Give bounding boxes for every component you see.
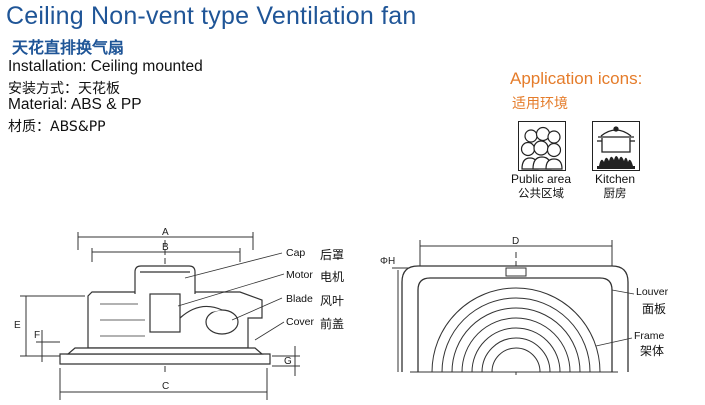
dim-label-d: D — [512, 236, 520, 247]
spec-material-en: Material: ABS & PP — [8, 96, 142, 113]
page-title: Ceiling Non-vent type Ventilation fan — [6, 2, 417, 30]
dim-label-a: A — [162, 227, 169, 238]
part-label-louver-cn: 面板 — [642, 302, 667, 316]
part-label-cover-cn: 前盖 — [320, 317, 345, 331]
spec-material-cn: 材质：ABS&PP — [8, 119, 106, 135]
part-label-motor: Motor — [286, 269, 313, 281]
spec-installation-en: Installation: Ceiling mounted — [8, 58, 203, 75]
part-label-frame-cn: 架体 — [640, 344, 665, 358]
icon-label-kitchen: Kitchen — [594, 172, 636, 186]
page-subtitle-cn: 天花直排换气扇 — [12, 38, 125, 57]
spec-installation-cn: 安装方式：天花板 — [8, 81, 120, 97]
part-label-blade-cn: 风叶 — [320, 294, 345, 308]
cooking-pot-icon — [592, 121, 640, 171]
part-label-motor-cn: 电机 — [320, 270, 345, 284]
part-label-cap-cn: 后罩 — [320, 248, 345, 262]
part-label-blade: Blade — [286, 293, 313, 305]
dim-label-f: F — [34, 330, 41, 341]
icon-label-public-area: Public area — [510, 172, 572, 186]
dim-label-b: B — [162, 242, 169, 253]
people-icon — [518, 121, 566, 171]
application-title: Application icons: — [510, 69, 643, 88]
part-label-louver: Louver — [636, 286, 669, 298]
dim-label-h: ΦH — [380, 256, 396, 267]
dim-label-g: G — [284, 356, 292, 367]
icon-label-kitchen-cn: 厨房 — [603, 186, 627, 200]
dim-label-c: C — [162, 381, 170, 392]
part-label-frame: Frame — [634, 330, 665, 342]
icon-label-public-area-cn: 公共区域 — [518, 186, 564, 200]
part-label-cover: Cover — [286, 316, 315, 328]
dim-label-e: E — [14, 320, 21, 331]
part-label-cap: Cap — [286, 247, 306, 259]
application-title-cn: 适用环境 — [512, 96, 568, 112]
